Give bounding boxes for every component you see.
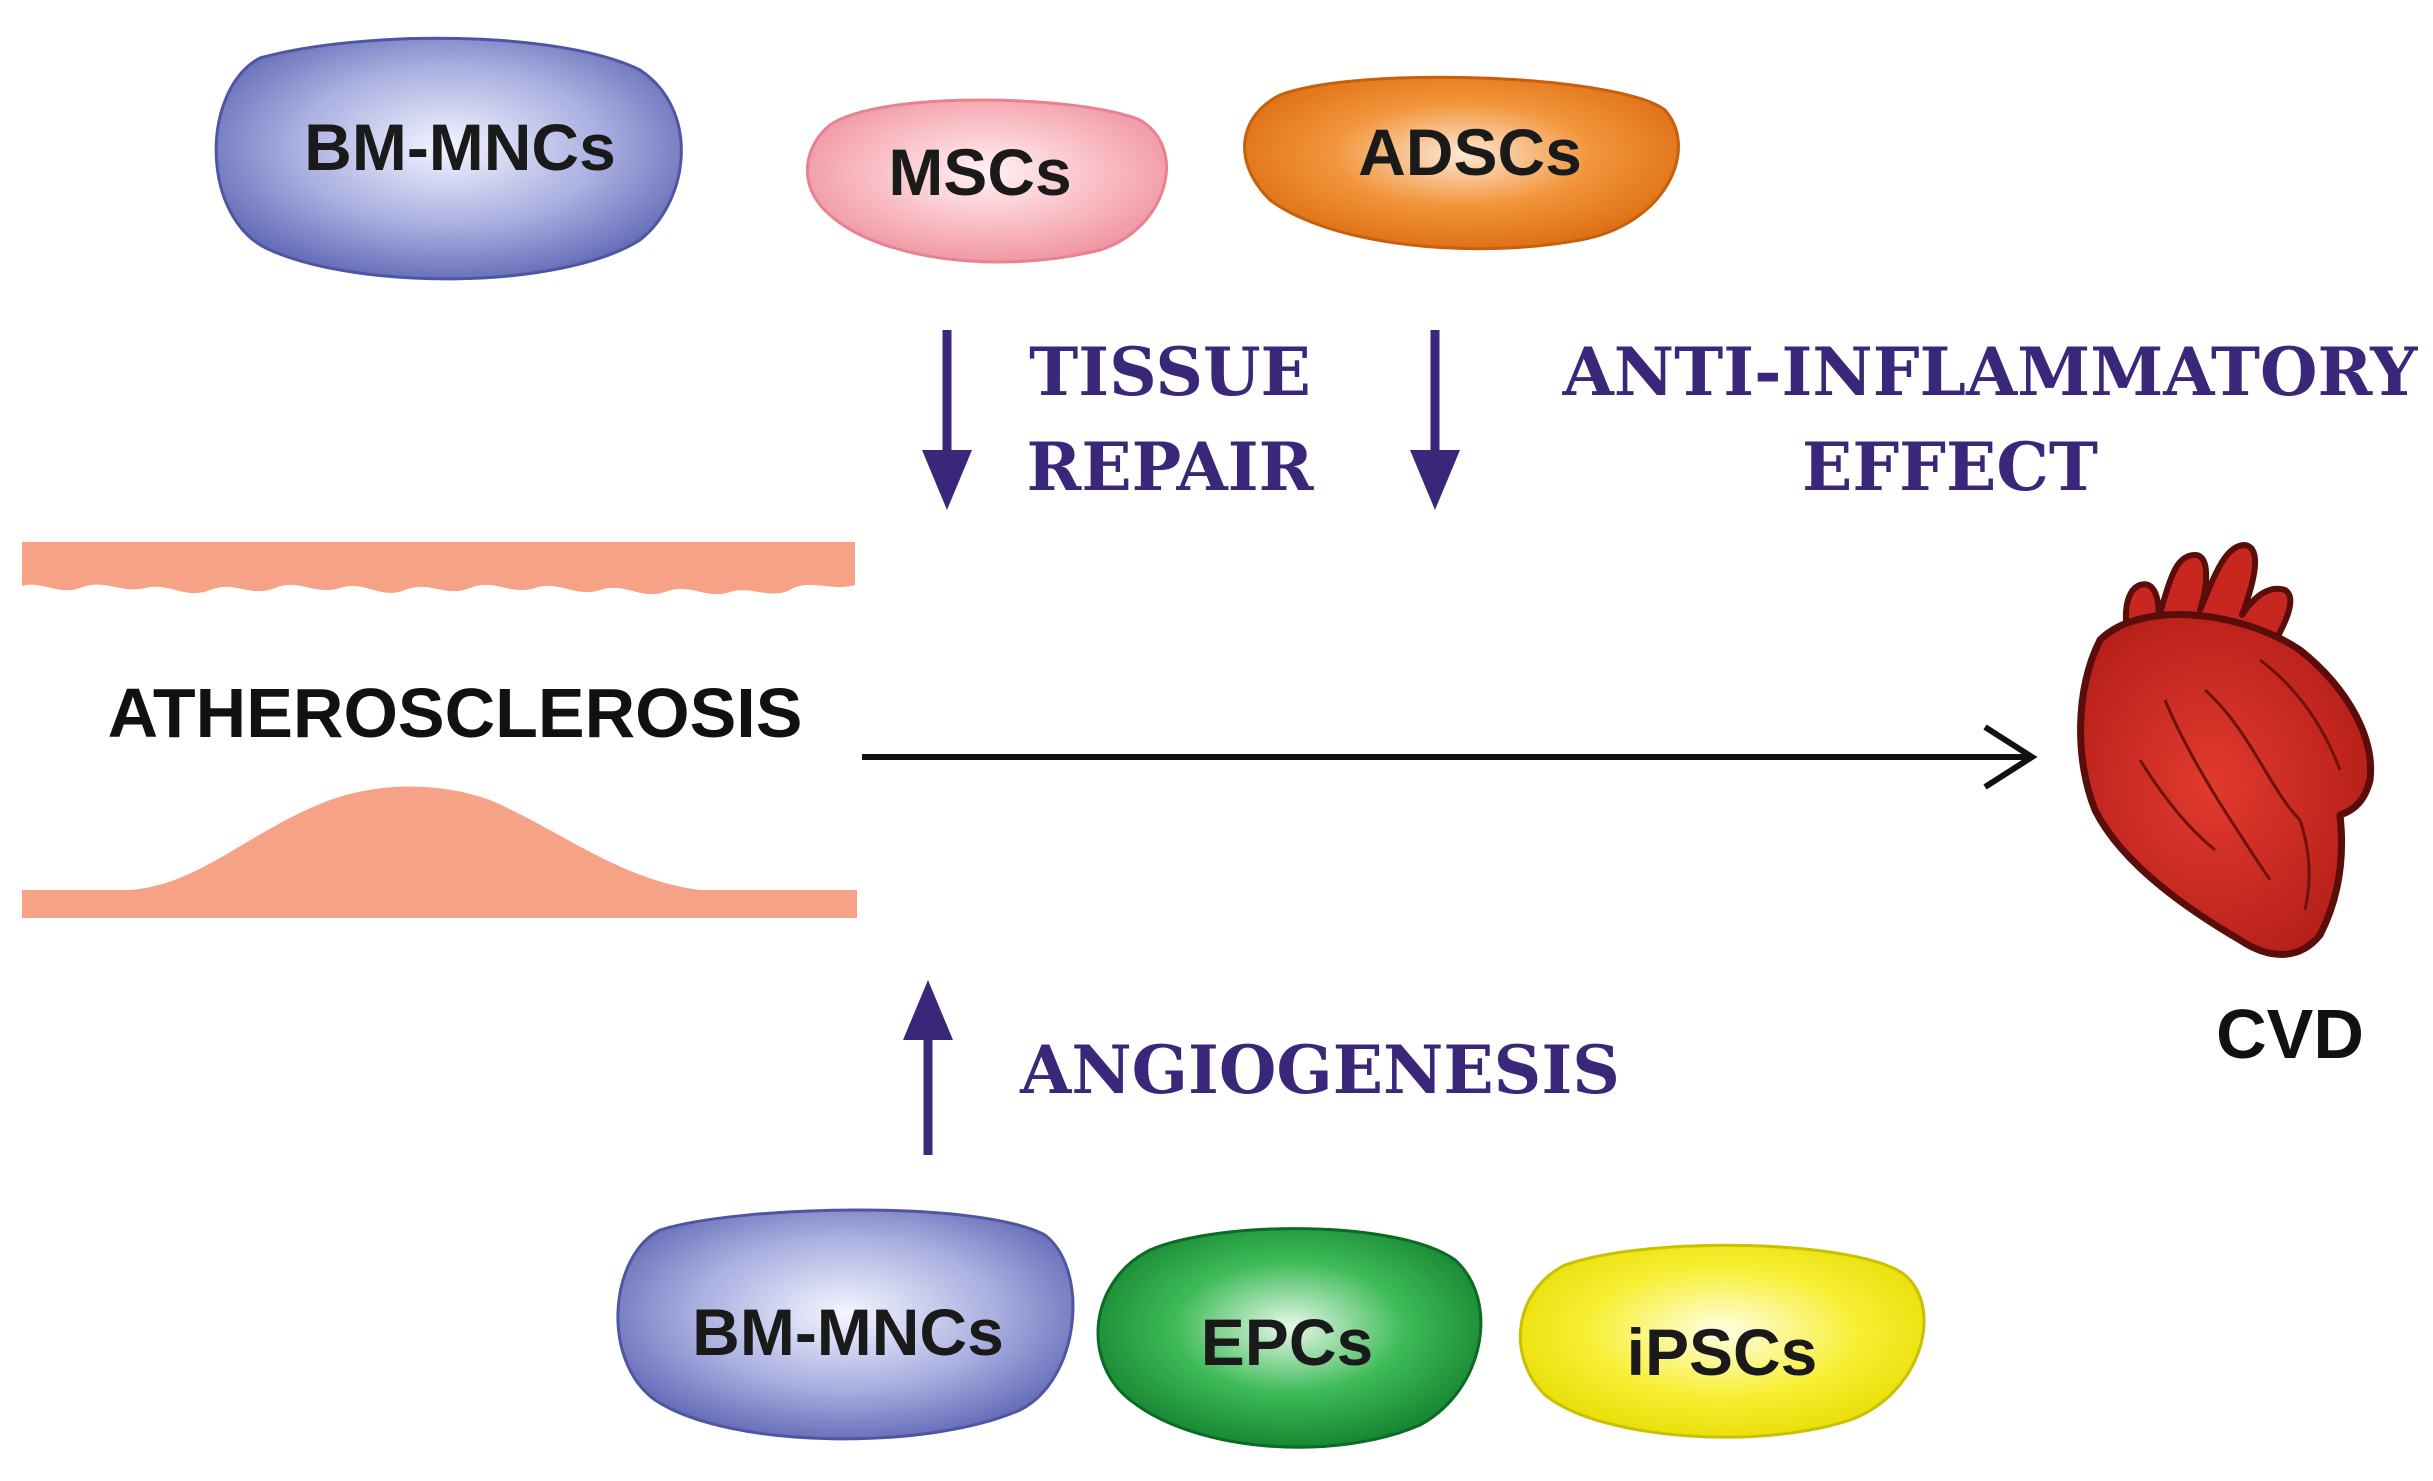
- progression-arrow: [862, 724, 2038, 790]
- bottom-epcs-cell: EPCs: [1096, 1227, 1483, 1449]
- anti-inflammatory-label-line1: ANTI-INFLAMMATORY: [1562, 333, 2419, 411]
- top-bm-mncs-cell: BM-MNCs: [214, 36, 683, 281]
- artery-plaque-icon: [22, 542, 857, 918]
- anti-inflammatory-arrow: [1410, 330, 1460, 510]
- bottom-epcs-label: EPCs: [1201, 1305, 1373, 1379]
- tissue-repair-label-line1: TISSUE: [1029, 333, 1311, 411]
- angiogenesis-arrow: [903, 980, 953, 1155]
- tissue-repair-label-line2: REPAIR: [1027, 428, 1315, 506]
- bottom-ipscs-label: iPSCs: [1627, 1315, 1818, 1389]
- bottom-ipscs-cell: iPSCs: [1518, 1243, 1926, 1439]
- top-adscs-cell: ADSCs: [1243, 75, 1680, 251]
- bottom-bm-mncs-label: BM-MNCs: [692, 1295, 1004, 1369]
- top-mscs-label: MSCs: [888, 135, 1071, 209]
- anti-inflammatory-label-line2: EFFECT: [1802, 428, 2098, 506]
- cvd-label: CVD: [2216, 995, 2364, 1073]
- atherosclerosis-label: ATHEROSCLEROSIS: [108, 674, 803, 752]
- top-bm-mncs-label: BM-MNCs: [304, 110, 616, 184]
- top-adscs-label: ADSCs: [1358, 115, 1582, 189]
- angiogenesis-label: ANGIOGENESIS: [1019, 1031, 1620, 1109]
- top-mscs-cell: MSCs: [805, 98, 1168, 264]
- bottom-bm-mncs-cell: BM-MNCs: [616, 1208, 1075, 1441]
- heart-icon: [2077, 542, 2375, 958]
- tissue-repair-arrow: [922, 330, 972, 510]
